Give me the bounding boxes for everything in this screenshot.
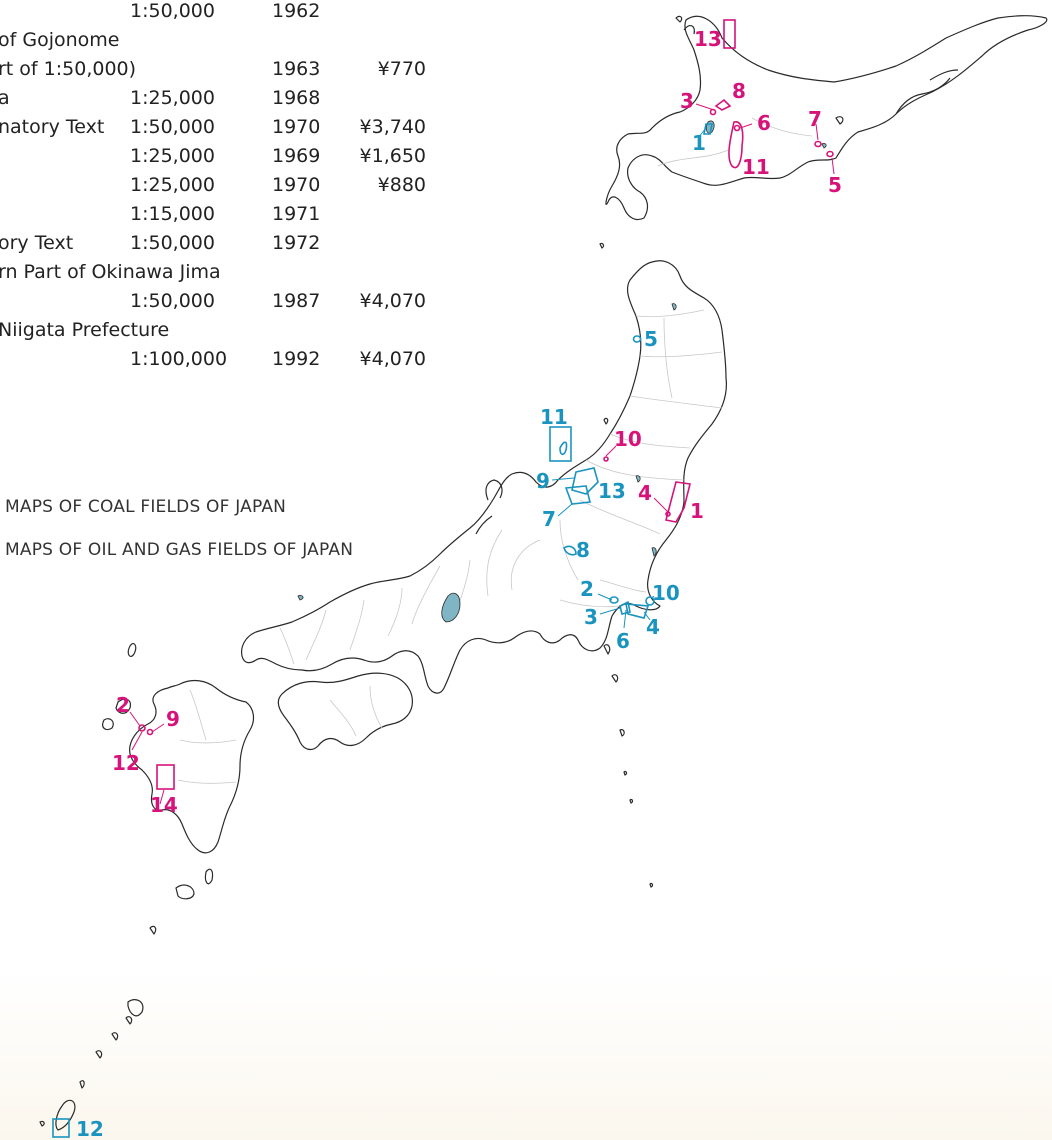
table-cell-year: 1987 <box>272 290 321 312</box>
prefecture-borders <box>177 117 813 784</box>
coal-label-7: 7 <box>808 107 822 131</box>
coal-label-3: 3 <box>680 89 694 113</box>
oil-gas-label-5: 5 <box>644 327 658 351</box>
table-cell-scale: 1:50,000 <box>130 116 215 138</box>
oil-gas-label-10: 10 <box>652 581 680 605</box>
table-cell-year: 1969 <box>272 145 321 167</box>
oil-gas-label-8: 8 <box>576 538 590 562</box>
table-cell-scale: 1:15,000 <box>130 203 215 225</box>
oil-gas-label-7: 7 <box>542 507 556 531</box>
coal-label-6: 6 <box>757 111 771 135</box>
table-cell-year: 1972 <box>272 232 321 254</box>
table-cell-year: 1992 <box>272 348 321 370</box>
table-cell-scale: 1:25,000 <box>130 174 215 196</box>
table-cell-year: 1970 <box>272 116 321 138</box>
table-cell-scale: 1:100,000 <box>130 348 228 370</box>
table-cell-year: 1970 <box>272 174 321 196</box>
table-cell-title: rn Part of Okinawa Jima <box>0 261 221 283</box>
coal-label-1: 1 <box>690 499 704 523</box>
oil-gas-label-3: 3 <box>584 605 598 629</box>
oil-gas-label-6: 6 <box>616 629 630 653</box>
coal-label-9: 9 <box>166 707 180 731</box>
oil-gas-label-1: 1 <box>692 131 706 155</box>
coal-field-outlines <box>138 19 834 790</box>
honshu-outline <box>241 260 727 694</box>
kyushu-outline <box>102 679 255 854</box>
shikoku-outline <box>277 672 413 751</box>
oil-gas-label-11: 11 <box>540 405 568 429</box>
table-cell-price: ¥880 <box>377 174 426 196</box>
table-cell-title: of Gojonome <box>0 29 120 51</box>
table-cell-title: ory Text <box>0 232 74 254</box>
table-cell-title: Niigata Prefecture <box>0 319 170 341</box>
oil-gas-label-2: 2 <box>580 577 594 601</box>
coal-label-5: 5 <box>828 173 842 197</box>
outlying-islands <box>39 15 844 1131</box>
table-cell-year: 1968 <box>272 87 321 109</box>
table-cell-year: 1962 <box>272 0 321 22</box>
coal-label-4: 4 <box>638 481 652 505</box>
oil-gas-label-9: 9 <box>536 469 550 493</box>
table-cell-price: ¥1,650 <box>359 145 426 167</box>
coal-label-10: 10 <box>614 427 642 451</box>
hokkaido-outline <box>605 15 1048 221</box>
coal-label-11: 11 <box>742 155 770 179</box>
legend-oil-gas-maps: MAPS OF OIL AND GAS FIELDS OF JAPAN <box>5 540 354 560</box>
table-cell-year: 1963 <box>272 58 321 80</box>
table-cell-scale: 1:50,000 <box>130 290 215 312</box>
coal-field-labels: 13 3 8 6 7 11 5 10 4 1 2 9 12 14 <box>112 27 842 817</box>
oil-gas-label-4: 4 <box>646 615 660 639</box>
coal-label-12: 12 <box>112 751 140 775</box>
table-cell-scale: 1:50,000 <box>130 0 215 22</box>
legend-coal-maps: MAPS OF COAL FIELDS OF JAPAN <box>5 497 287 517</box>
oil-gas-field-outlines <box>52 123 713 1138</box>
table-cell-title: natory Text <box>0 116 105 138</box>
table-cell-price: ¥770 <box>377 58 426 80</box>
coal-label-8: 8 <box>732 79 746 103</box>
coal-label-13: 13 <box>694 27 722 51</box>
table-cell-title: rt of 1:50,000) <box>0 58 137 80</box>
table-cell-title: a <box>0 87 10 109</box>
oil-gas-label-12: 12 <box>76 1117 104 1140</box>
oil-gas-field-labels: 1 5 11 9 13 7 8 2 10 3 4 6 12 <box>76 131 706 1140</box>
leader-lines <box>129 103 835 805</box>
table-cell-year: 1971 <box>272 203 321 225</box>
lakes <box>297 120 827 623</box>
table-cell-scale: 1:50,000 <box>130 232 215 254</box>
table-cell-scale: 1:25,000 <box>130 145 215 167</box>
table-cell-price: ¥4,070 <box>359 290 426 312</box>
oil-gas-label-13: 13 <box>598 479 626 503</box>
coal-label-14: 14 <box>150 793 178 817</box>
table-cell-scale: 1:25,000 <box>130 87 215 109</box>
table-cell-price: ¥4,070 <box>359 348 426 370</box>
coal-label-2: 2 <box>116 693 130 717</box>
table-cell-price: ¥3,740 <box>359 116 426 138</box>
